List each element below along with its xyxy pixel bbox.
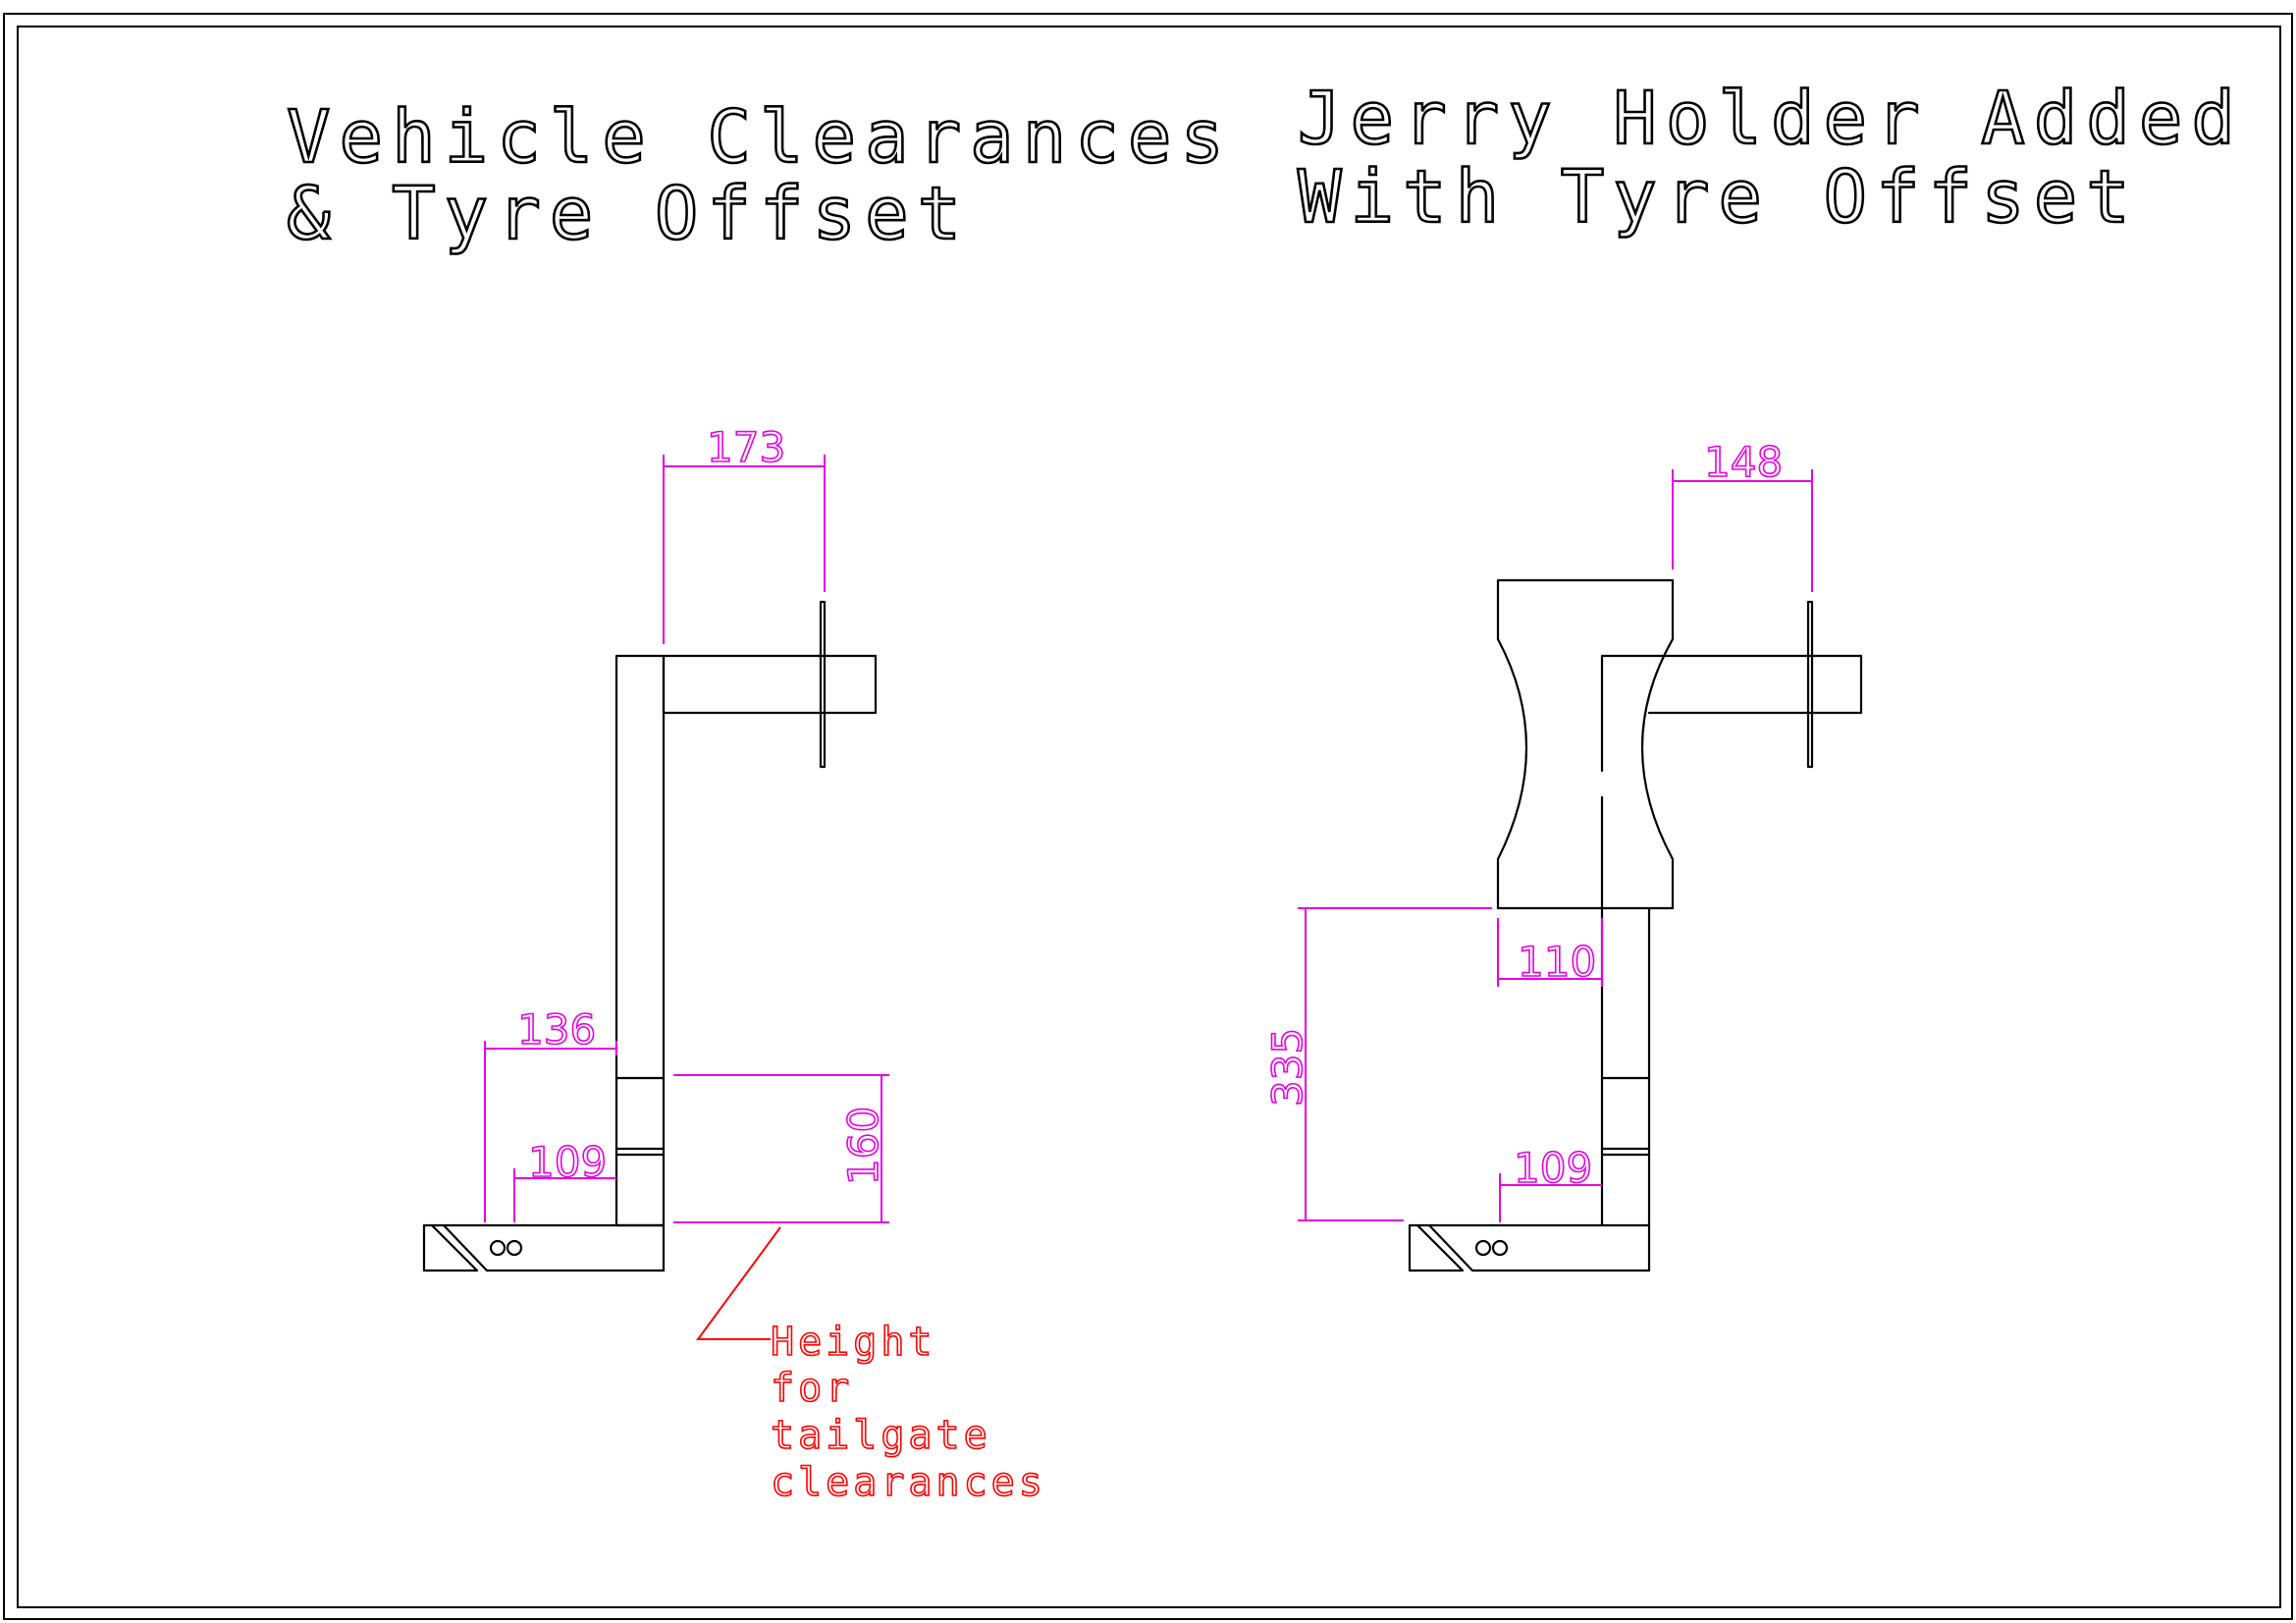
jerry-holder <box>1496 578 1675 910</box>
left-dim-173-label: 173 <box>707 423 785 471</box>
right-hole-1 <box>1474 1239 1492 1257</box>
left-post <box>614 654 666 1227</box>
left-hole-1 <box>489 1239 507 1257</box>
left-title-line1: Vehicle Clearances <box>287 95 1233 180</box>
right-hole-2 <box>1491 1239 1509 1257</box>
left-dim-160-label: 160 <box>839 1107 887 1185</box>
right-post-hidden <box>1600 654 1661 910</box>
right-drawing: 148 110 335 109 <box>1262 437 1863 1272</box>
right-arm <box>1647 654 1863 715</box>
left-dim-136-label: 136 <box>517 1005 596 1054</box>
left-drawing: 173 136 109 160 Height for tailgate clea… <box>422 422 1046 1506</box>
right-base-bracket <box>1408 1223 1651 1272</box>
right-title-line2: With Tyre Offset <box>1298 155 2139 240</box>
right-dim-110-label: 110 <box>1518 938 1596 986</box>
left-dim-109-label: 109 <box>528 1138 607 1186</box>
right-dim-335-label: 335 <box>1263 1028 1311 1107</box>
left-wheel-plate <box>819 600 827 769</box>
note-line-4: clearances <box>771 1460 1046 1505</box>
note-line-2: for <box>771 1366 853 1411</box>
inner-border <box>17 26 2281 1608</box>
right-dim-148-label: 148 <box>1704 438 1783 486</box>
tailgate-leader <box>696 1226 781 1340</box>
left-base-bracket <box>422 1223 666 1272</box>
right-dim-109-label: 109 <box>1514 1144 1592 1192</box>
right-title-line1: Jerry Holder Added <box>1298 77 2244 161</box>
left-hole-2 <box>506 1239 523 1257</box>
note-line-3: tailgate <box>771 1413 991 1458</box>
outer-border <box>3 13 2293 1620</box>
right-wheel-plate <box>1806 600 1814 769</box>
left-title-line2: & Tyre Offset <box>287 172 970 256</box>
note-line-1: Height <box>771 1320 936 1365</box>
right-post <box>1600 906 1651 1227</box>
left-arm <box>662 654 878 715</box>
